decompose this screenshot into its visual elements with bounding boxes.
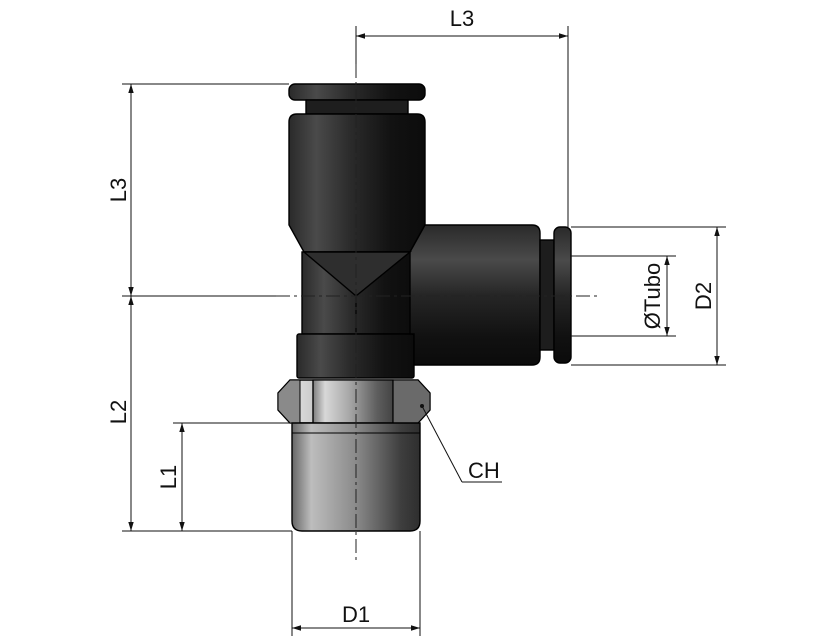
tee-intersection-cone [302, 251, 412, 297]
leader-ch: CH [420, 404, 502, 483]
dimension-l1: L1 [156, 422, 292, 531]
fitting-body [277, 83, 572, 532]
dimension-d1: D1 [291, 531, 421, 636]
label-tube: ØTubo [640, 263, 665, 329]
dimension-tube: ØTubo [571, 255, 676, 337]
top-release-collet [288, 83, 426, 101]
label-d1: D1 [342, 602, 370, 627]
side-release-collet [553, 226, 572, 364]
label-ch: CH [468, 458, 500, 483]
label-l3-left: L3 [106, 178, 131, 202]
dimension-l3-left: L3 [106, 83, 289, 297]
center-lines [276, 64, 600, 560]
dimension-l3-top: L3 [355, 6, 569, 227]
top-collet-neck [305, 99, 409, 115]
side-collet-neck [539, 239, 555, 351]
dimension-l2: L2 [106, 296, 292, 532]
label-l3-top: L3 [450, 6, 474, 31]
label-l1: L1 [156, 465, 181, 489]
hex-nut [277, 379, 431, 424]
dimension-d2: D2 [571, 226, 726, 366]
label-l2: L2 [106, 400, 131, 424]
horizontal-side-body [409, 224, 541, 366]
label-d2: D2 [691, 282, 716, 310]
vertical-upper-body [288, 113, 426, 253]
